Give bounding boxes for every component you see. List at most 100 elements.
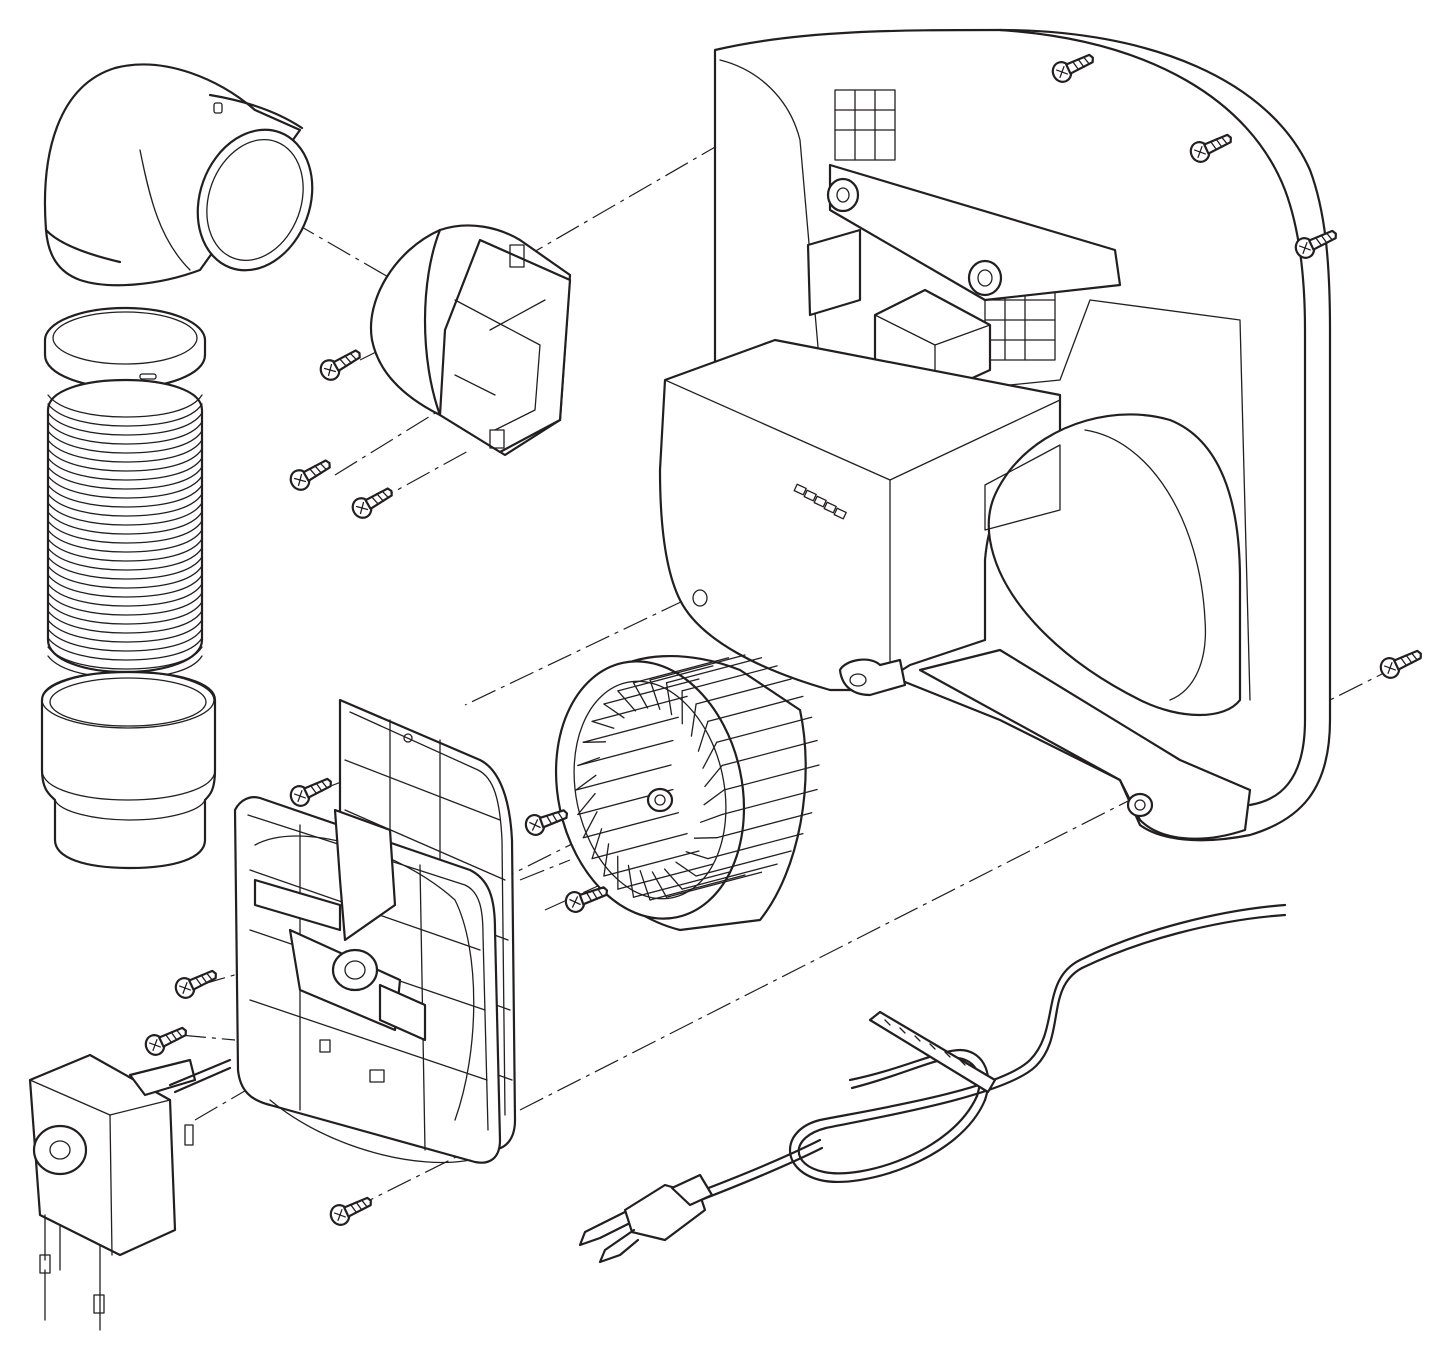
blower-blade-depth — [575, 764, 672, 791]
blower-blade-depth — [591, 695, 688, 723]
screw — [564, 886, 609, 913]
blower-blade-depth — [649, 874, 746, 901]
blower-blade-depth — [723, 764, 820, 791]
screw — [524, 809, 569, 836]
blower-blade-depth — [603, 678, 700, 705]
blower-blade-depth — [707, 695, 804, 723]
duct-rib — [47, 430, 203, 454]
duct-rib — [47, 565, 203, 589]
duct-rib — [47, 556, 203, 580]
blower-blade — [649, 679, 661, 710]
screw — [1294, 229, 1337, 259]
blower-blade-depth — [716, 812, 813, 839]
screw — [1379, 649, 1422, 679]
duct-rib — [47, 502, 203, 526]
duct-rib — [47, 610, 203, 634]
duct-rib — [47, 601, 203, 625]
blower-blade-depth — [617, 863, 714, 890]
power-cord-with-plug — [578, 903, 1287, 1264]
duct-rib — [47, 394, 203, 418]
duct-rib — [47, 475, 203, 499]
elbow-duct — [43, 63, 314, 287]
duct-rib — [47, 403, 203, 427]
duct-rib — [47, 646, 203, 670]
blower-blade-depth — [603, 850, 700, 877]
blower-blade-depth — [695, 678, 792, 705]
duct-rib — [47, 583, 203, 607]
blower-blade — [617, 690, 637, 712]
blower-blade — [603, 843, 610, 877]
blower-blade-depth — [681, 863, 778, 890]
blower-blade-depth — [716, 716, 813, 743]
duct-rib — [47, 592, 203, 616]
duct-rib — [47, 412, 203, 436]
screw — [1051, 53, 1094, 83]
duct-rib — [47, 538, 203, 562]
blower-blade-depth — [665, 657, 763, 684]
duct-rib — [47, 484, 203, 508]
duct-rib — [47, 547, 203, 571]
blower-blade-depth — [582, 812, 679, 839]
screw — [329, 1196, 372, 1226]
blower-blade — [699, 813, 723, 823]
screw — [351, 487, 393, 519]
blower-blade — [693, 837, 718, 839]
duct-rib — [47, 511, 203, 535]
blower-blade — [651, 871, 668, 898]
blower-blade — [582, 811, 598, 839]
motor — [28, 1053, 232, 1331]
blower-blade-depth — [632, 657, 730, 684]
duct-rib — [47, 439, 203, 463]
motor-mount-bracket — [233, 796, 502, 1164]
blower-blade — [575, 774, 597, 791]
blower-blade-depth — [617, 665, 714, 692]
blower-blade-depth — [721, 739, 818, 767]
duct-rib — [47, 466, 203, 490]
blower-blade — [703, 789, 725, 806]
screw — [319, 349, 361, 381]
blower-blade — [639, 870, 651, 901]
blower-blade-depth — [681, 665, 778, 692]
blower-blade — [627, 864, 635, 898]
duct-rib — [47, 574, 203, 598]
duct-ring-upper — [43, 306, 207, 390]
blower-blade — [582, 741, 607, 743]
blower-blade-depth — [591, 832, 688, 860]
duct-rib — [47, 529, 203, 553]
screw — [289, 459, 331, 491]
blower-blade-depth — [695, 850, 792, 877]
blower-blade — [702, 741, 718, 769]
duct-rib — [47, 619, 203, 643]
blower-blade — [591, 720, 615, 729]
blower-blade-depth — [649, 654, 746, 681]
mounting-screws — [144, 53, 1422, 1226]
blower-blade-depth — [582, 716, 679, 743]
screw — [289, 777, 332, 807]
blower-housing — [658, 28, 1332, 842]
blower-blade-depth — [721, 788, 818, 816]
screw — [174, 969, 217, 999]
duct-rib — [47, 628, 203, 652]
duct-rib — [47, 448, 203, 472]
blower-blade-depth — [665, 871, 763, 898]
blower-blade — [675, 861, 697, 877]
screw — [1189, 133, 1232, 163]
blower-blade — [704, 764, 723, 788]
blower-blade-depth — [577, 739, 674, 767]
duct-rib — [47, 421, 203, 445]
duct-rib — [47, 520, 203, 544]
blower-blade — [697, 720, 709, 752]
blower-blade-depth — [707, 832, 804, 860]
duct-adapter-with-damper — [369, 224, 572, 457]
screw — [144, 1026, 187, 1056]
flexible-duct — [46, 378, 204, 679]
duct-collar-lower — [40, 670, 217, 870]
blower-blade — [690, 703, 697, 737]
blower-wheel — [554, 654, 820, 932]
blower-blade — [577, 792, 596, 816]
duct-rib — [47, 637, 203, 661]
duct-rib — [47, 493, 203, 517]
duct-rib — [47, 457, 203, 481]
blower-blade — [632, 682, 649, 709]
